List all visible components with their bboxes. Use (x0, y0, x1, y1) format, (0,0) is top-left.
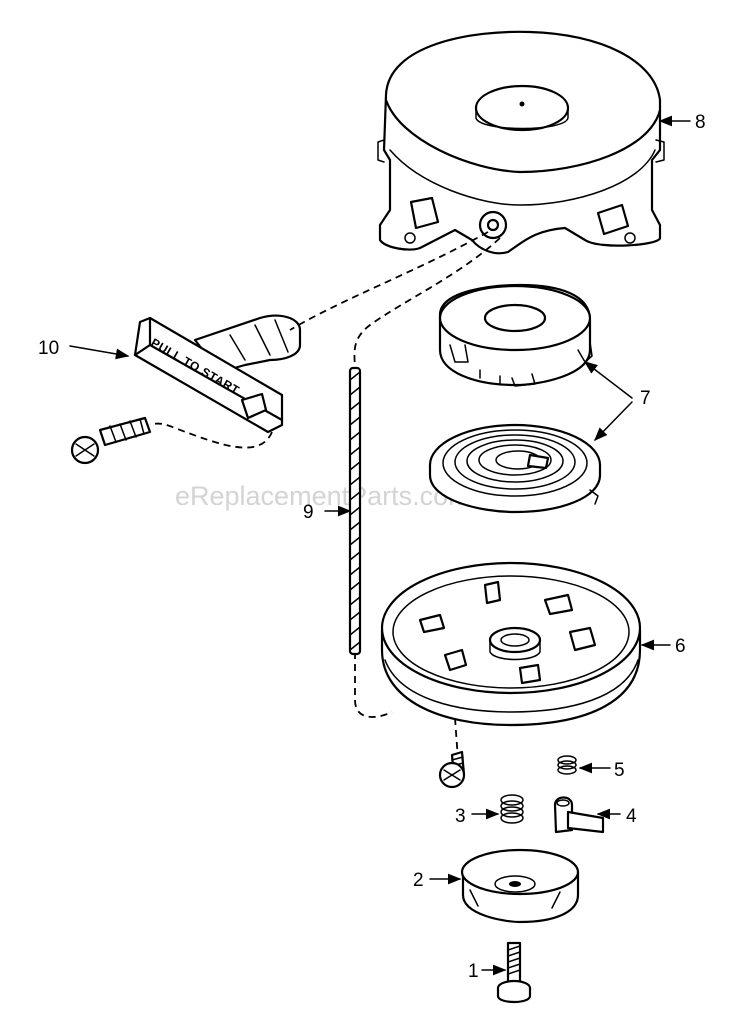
watermark-text: eReplacementParts.com (175, 481, 471, 511)
callout-5: 5 (614, 760, 625, 781)
callout-4: 4 (626, 806, 637, 827)
callout-10: 10 (38, 338, 59, 359)
starter-rope-part (348, 366, 362, 656)
rewind-spring-part (428, 423, 602, 514)
rope-path-handle-to-knot (149, 422, 273, 449)
starter-housing-part (377, 30, 665, 255)
rope-path-rope-to-pulley (354, 652, 393, 718)
callout-8: 8 (695, 112, 706, 133)
rope-path-housing-to-rope (353, 237, 501, 371)
spring-cup-part (438, 283, 593, 387)
callout-3: 3 (455, 806, 466, 827)
callout-7: 7 (640, 388, 651, 409)
callout-2: 2 (413, 870, 424, 891)
pull-handle-part: PULL TO START (133, 314, 302, 434)
callout-arrows (69, 115, 691, 976)
pawl-part (553, 796, 605, 834)
small-spring-part (557, 755, 577, 775)
callout-6: 6 (675, 636, 686, 657)
brake-spring-part (500, 794, 524, 824)
callout-9: 9 (303, 502, 314, 523)
callout-1: 1 (468, 961, 479, 982)
rope-knot-screw-part (70, 416, 152, 465)
rope-path-housing-to-handle (289, 231, 489, 331)
pulley-part (380, 561, 642, 727)
retainer-cup-part (460, 848, 580, 924)
pulley-screw-part (438, 750, 466, 789)
center-bolt-part (496, 941, 532, 1004)
